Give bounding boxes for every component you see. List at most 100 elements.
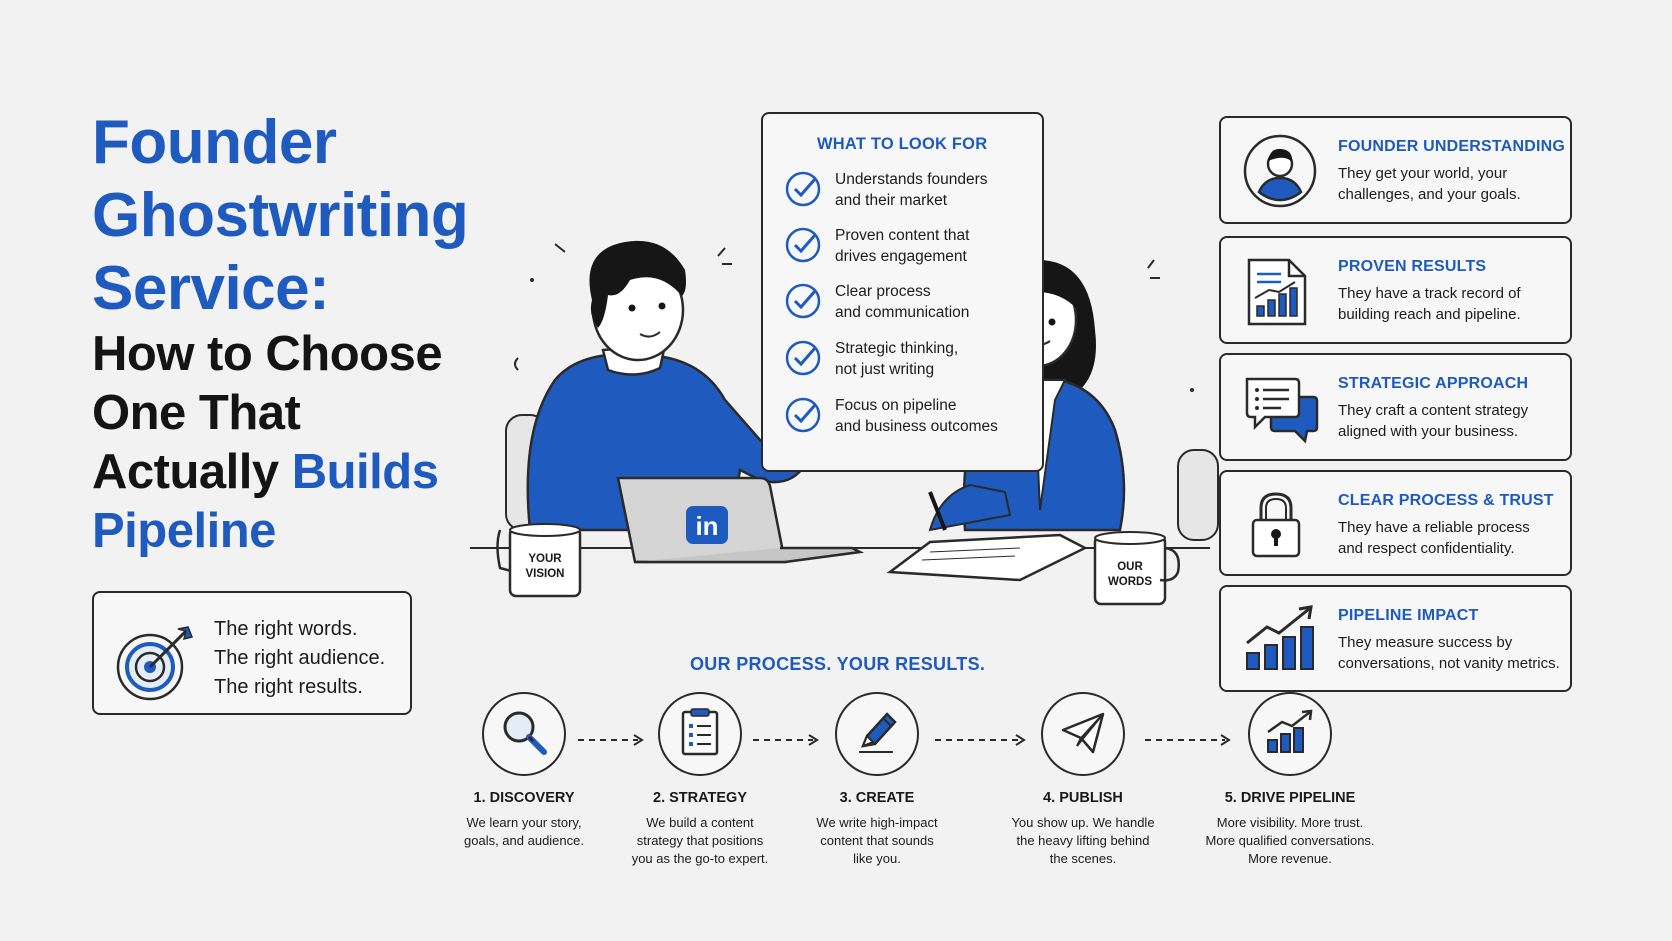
look-for-line: Clear process: [835, 283, 931, 300]
founder-avatar-icon: [1243, 134, 1317, 213]
process-step-discovery: 1. DISCOVERY We learn your story, goals, …: [424, 692, 624, 850]
check-circle-icon: [785, 340, 821, 381]
report-chart-icon: [1243, 256, 1311, 333]
step-icon-circle: [1041, 692, 1125, 776]
tagline-line: The right audience.: [214, 647, 386, 669]
look-for-line: Proven content that: [835, 227, 970, 244]
mug-left-line1: YOUR: [528, 553, 562, 565]
benefit-card-clear-process-trust: CLEAR PROCESS & TRUST They have a reliab…: [1219, 470, 1572, 576]
dashed-arrow: [578, 734, 644, 746]
benefit-desc-line: aligned with your business.: [1338, 423, 1519, 440]
step-desc-line: You show up. We handle: [1011, 815, 1155, 830]
benefit-title: STRATEGIC APPROACH: [1338, 375, 1529, 392]
mug-right-line2: WORDS: [1108, 576, 1152, 588]
benefit-title: FOUNDER UNDERSTANDING: [1338, 138, 1566, 155]
check-circle-icon: [785, 171, 821, 212]
tagline-lines: The right words. The right audience. The…: [214, 615, 385, 702]
subtitle-line-actually-builds: Actually Builds: [92, 448, 512, 507]
step-desc-line: like you.: [853, 851, 901, 866]
paper-plane-icon: [1059, 708, 1107, 761]
sparkle-marks: [514, 243, 1160, 371]
benefit-desc-line: They have a track record of: [1338, 285, 1521, 302]
step-desc-line: goals, and audience.: [464, 833, 584, 848]
bar-chart-icon: [1264, 708, 1316, 761]
look-for-line: not just writing: [835, 361, 935, 378]
look-for-line: Understands founders: [835, 171, 988, 188]
look-for-item: Clear process and communication: [785, 281, 1035, 331]
benefit-title: PROVEN RESULTS: [1338, 258, 1487, 275]
step-desc-line: We write high-impact: [816, 815, 938, 830]
process-step-drive-pipeline: 5. DRIVE PIPELINE More visibility. More …: [1190, 692, 1390, 868]
benefit-desc-line: building reach and pipeline.: [1338, 306, 1521, 323]
step-desc-line: strategy that positions: [636, 833, 764, 848]
what-to-look-for-card: WHAT TO LOOK FOR Understands founders and…: [761, 112, 1044, 472]
step-icon-circle: [658, 692, 742, 776]
benefit-card-founder-understanding: FOUNDER UNDERSTANDING They get your worl…: [1219, 116, 1572, 224]
benefit-desc-line: and respect confidentiality.: [1338, 540, 1515, 557]
step-icon-circle: [835, 692, 919, 776]
benefit-desc-line: They craft a content strategy: [1338, 402, 1529, 419]
document-list-icon: [679, 707, 721, 761]
check-circle-icon: [785, 227, 821, 268]
step-desc-line: More qualified conversations.: [1205, 833, 1375, 848]
benefit-card-strategic-approach: STRATEGIC APPROACH They craft a content …: [1219, 353, 1572, 461]
look-for-line: and business outcomes: [835, 418, 998, 435]
subtitle-actually: Actually: [92, 445, 292, 499]
step-name: 2. STRATEGY: [653, 790, 747, 806]
growth-chart-icon: [1243, 605, 1319, 678]
benefit-title: PIPELINE IMPACT: [1338, 607, 1479, 624]
benefit-card-pipeline-impact: PIPELINE IMPACT They measure success by c…: [1219, 585, 1572, 692]
benefit-desc-line: challenges, and your goals.: [1338, 186, 1521, 203]
step-name: 1. DISCOVERY: [473, 790, 575, 806]
pen-icon: [853, 708, 901, 761]
mug-right: OUR WORDS: [1093, 531, 1180, 606]
subtitle-line-one-that: One That: [92, 386, 301, 440]
subtitle-line-pipeline: Pipeline: [92, 504, 276, 558]
mug-left-line2: VISION: [526, 568, 565, 580]
look-for-item: Focus on pipeline and business outcomes: [785, 395, 1035, 445]
tagline-line: The right results.: [214, 676, 363, 698]
look-for-line: and communication: [835, 304, 970, 321]
step-desc-line: We learn your story,: [466, 815, 582, 830]
step-name: 5. DRIVE PIPELINE: [1224, 790, 1356, 806]
look-for-item: Proven content that drives engagement: [785, 225, 1035, 275]
target-icon: [116, 623, 196, 708]
magnifier-icon: [500, 708, 548, 761]
dashed-arrow: [753, 734, 819, 746]
benefit-card-proven-results: PROVEN RESULTS They have a track record …: [1219, 236, 1572, 344]
step-name: 4. PUBLISH: [1043, 790, 1123, 806]
look-for-item: Understands founders and their market: [785, 169, 1035, 219]
dashed-arrow: [935, 734, 1026, 746]
benefit-desc-line: They get your world, your: [1338, 165, 1508, 182]
check-circle-icon: [785, 283, 821, 324]
benefit-desc-line: They measure success by: [1338, 634, 1513, 651]
step-desc-line: the scenes.: [1049, 851, 1117, 866]
benefit-desc-line: They have a reliable process: [1338, 519, 1530, 536]
title-line-service: Service:: [92, 254, 330, 323]
process-step-strategy: 2. STRATEGY We build a content strategy t…: [600, 692, 800, 868]
page-title: Founder Ghostwriting Service: How to Cho…: [92, 112, 512, 566]
step-desc-line: you as the go-to expert.: [631, 851, 769, 866]
step-desc-line: More visibility. More trust.: [1216, 815, 1364, 830]
look-for-line: Focus on pipeline: [835, 397, 957, 414]
benefit-title: CLEAR PROCESS & TRUST: [1338, 492, 1554, 509]
step-desc-line: More revenue.: [1248, 851, 1332, 866]
look-for-line: and their market: [835, 192, 947, 209]
step-icon-circle: [1248, 692, 1332, 776]
mug-right-line1: OUR: [1117, 561, 1143, 573]
mug-left: YOUR VISION: [496, 523, 582, 598]
look-for-line: Strategic thinking,: [835, 340, 959, 357]
step-desc-line: content that sounds: [820, 833, 934, 848]
benefit-desc-line: conversations, not vanity metrics.: [1338, 655, 1560, 672]
title-line-ghostwriting: Ghostwriting: [92, 181, 469, 250]
check-circle-icon: [785, 397, 821, 438]
tagline-line: The right words.: [214, 618, 358, 640]
step-desc-line: We build a content: [646, 815, 754, 830]
step-icon-circle: [482, 692, 566, 776]
subtitle-line-how-to-choose: How to Choose: [92, 327, 443, 381]
look-for-line: drives engagement: [835, 248, 967, 265]
laptop-logo: in: [695, 511, 718, 541]
look-for-heading: WHAT TO LOOK FOR: [817, 135, 988, 153]
